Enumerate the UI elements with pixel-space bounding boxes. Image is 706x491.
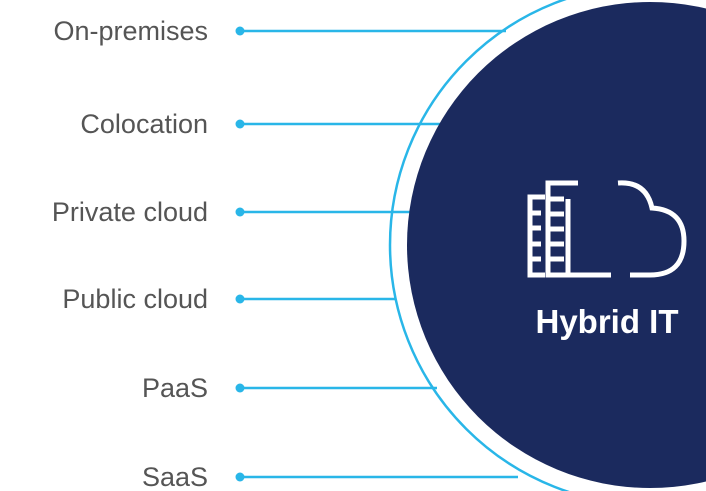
label-private-cloud: Private cloud — [52, 197, 208, 227]
building-cloud-icon — [527, 180, 687, 278]
label-paas: PaaS — [142, 373, 208, 403]
label-on-premises: On-premises — [53, 16, 208, 46]
hub-outer-ring — [388, 0, 570, 491]
connector-dot-on-premises — [235, 26, 245, 36]
connector-dot-saas — [235, 472, 245, 482]
item-labels: On-premises Colocation Private cloud Pub… — [52, 16, 208, 491]
connector-dot-public-cloud — [235, 294, 245, 304]
label-public-cloud: Public cloud — [62, 284, 208, 314]
label-colocation: Colocation — [80, 109, 208, 139]
label-saas: SaaS — [142, 462, 208, 491]
connector-dot-private-cloud — [235, 207, 245, 217]
connectors — [235, 26, 518, 482]
connector-dot-colocation — [235, 119, 245, 129]
connector-dot-paas — [235, 383, 245, 393]
hub-title: Hybrid IT — [535, 303, 678, 340]
